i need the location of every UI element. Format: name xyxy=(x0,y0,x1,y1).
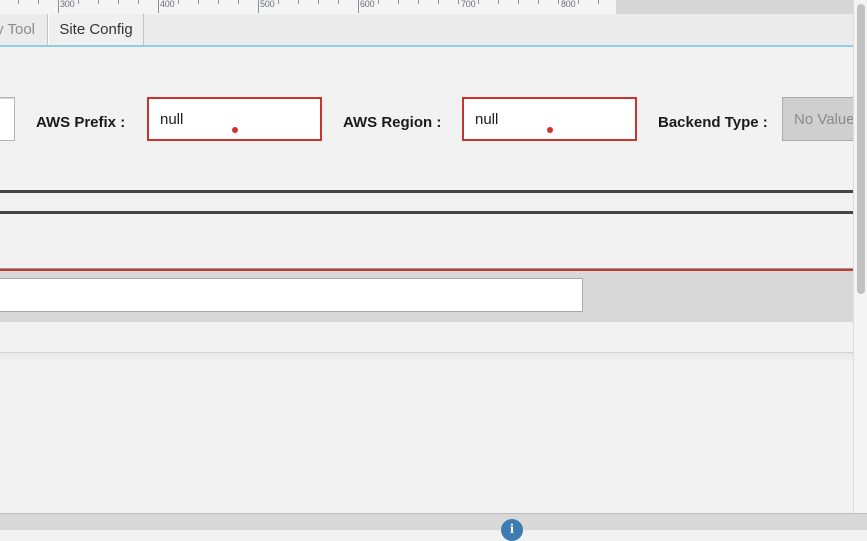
backend-type-label: Backend Type : xyxy=(658,114,768,131)
tab-query-tool[interactable]: y Tool xyxy=(0,14,48,45)
config-form-panel: AWS Prefix : null AWS Region : null Back… xyxy=(0,47,867,193)
ruler-minor-tick xyxy=(278,0,279,4)
config-field-row: AWS Prefix : null AWS Region : null Back… xyxy=(0,97,867,155)
clipped-text-input[interactable] xyxy=(0,97,15,141)
ruler-major-tick xyxy=(58,0,59,13)
red-divider-rule xyxy=(0,268,867,271)
ruler-minor-tick xyxy=(498,0,499,4)
aws-prefix-label: AWS Prefix : xyxy=(36,114,126,131)
ruler-minor-tick xyxy=(538,0,539,4)
ruler-inactive-tail xyxy=(616,0,867,14)
ruler-minor-tick xyxy=(38,0,39,4)
wide-text-input[interactable] xyxy=(0,278,583,312)
ruler-major-tick xyxy=(258,0,259,13)
ruler-label: 600 xyxy=(360,0,375,9)
mid-gap-area xyxy=(0,217,867,268)
ruler-minor-tick xyxy=(378,0,379,4)
ruler-minor-tick xyxy=(238,0,239,4)
ruler-minor-tick xyxy=(218,0,219,4)
aws-region-label: AWS Region : xyxy=(343,114,442,131)
ruler-minor-tick xyxy=(338,0,339,4)
status-footer: i xyxy=(0,513,867,541)
form-sub-band xyxy=(0,196,867,214)
ruler-minor-tick xyxy=(478,0,479,4)
ruler-minor-tick xyxy=(418,0,419,4)
vertical-scrollbar-thumb[interactable] xyxy=(857,4,865,294)
ruler-minor-tick xyxy=(198,0,199,4)
ruler-major-tick xyxy=(358,0,359,13)
ruler-label: 800 xyxy=(561,0,576,9)
ruler-minor-tick xyxy=(118,0,119,4)
aws-region-value: null xyxy=(475,110,499,128)
horizontal-ruler: 300 400 500 600 700 800 xyxy=(0,0,867,15)
tab-bar: y Tool Site Config xyxy=(0,14,867,47)
ruler-label: 500 xyxy=(260,0,275,9)
aws-prefix-value: null xyxy=(160,110,184,128)
ruler-major-tick xyxy=(158,0,159,13)
ruler-minor-tick xyxy=(458,0,459,4)
ruler-minor-tick xyxy=(18,0,19,4)
aws-prefix-error-dot-icon xyxy=(232,127,238,133)
backend-type-placeholder: No Value xyxy=(794,110,855,128)
aws-region-input[interactable]: null xyxy=(462,97,637,141)
ruler-minor-tick xyxy=(178,0,179,4)
backend-type-input[interactable]: No Value xyxy=(782,97,867,141)
aws-prefix-input[interactable]: null xyxy=(147,97,322,141)
info-icon[interactable]: i xyxy=(501,519,523,541)
ruler-minor-tick xyxy=(78,0,79,4)
tab-site-config[interactable]: Site Config xyxy=(48,14,144,45)
ruler-label: 700 xyxy=(461,0,476,9)
ruler-minor-tick xyxy=(138,0,139,4)
ruler-label: 300 xyxy=(60,0,75,9)
ruler-minor-tick xyxy=(578,0,579,4)
aws-region-error-dot-icon xyxy=(547,127,553,133)
info-icon-glyph: i xyxy=(510,522,514,537)
ruler-minor-tick xyxy=(398,0,399,4)
wide-input-strip xyxy=(0,271,867,322)
ruler-minor-tick xyxy=(98,0,99,4)
ruler-minor-tick xyxy=(518,0,519,4)
tab-bar-empty-area xyxy=(145,14,867,45)
ruler-minor-tick xyxy=(558,0,559,4)
ruler-label: 400 xyxy=(160,0,175,9)
ruler-minor-tick xyxy=(298,0,299,4)
tab-site-config-label: Site Config xyxy=(59,21,133,38)
ruler-measured-strip xyxy=(0,0,616,14)
vertical-scrollbar-track[interactable] xyxy=(853,0,867,513)
ruler-minor-tick xyxy=(318,0,319,4)
ruler-minor-tick xyxy=(438,0,439,4)
tab-query-tool-label: y Tool xyxy=(0,21,35,38)
canvas-area xyxy=(0,353,867,513)
ruler-minor-tick xyxy=(598,0,599,4)
lower-panel xyxy=(0,322,867,353)
